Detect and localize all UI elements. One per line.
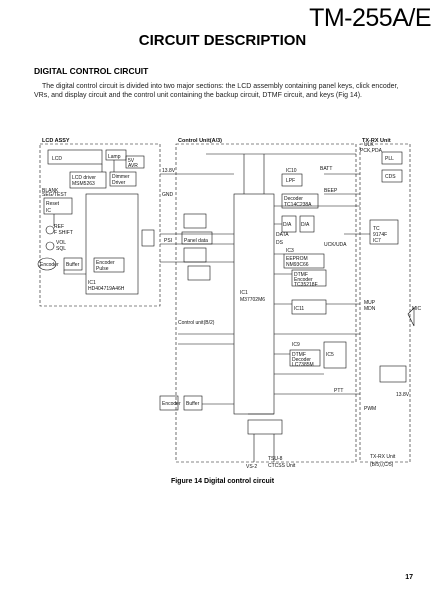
frame-lcd-assy: LCD ASSY bbox=[42, 138, 70, 144]
eeprom-sub: NM93C66 bbox=[286, 262, 309, 268]
da-left-label: D/A bbox=[283, 222, 292, 228]
sub-heading: DIGITAL CONTROL CIRCUIT bbox=[34, 66, 149, 76]
reset-ic-sub: IC bbox=[46, 208, 51, 214]
frame-txrx-unit-b: TX-RX Unit bbox=[370, 454, 396, 460]
encoder-label: Encoder bbox=[40, 262, 59, 268]
dimmer-sub: Driver bbox=[112, 180, 126, 186]
dtmf-dec-part: LC7385M bbox=[292, 362, 314, 368]
signal-ulk: ULK bbox=[364, 142, 374, 148]
tc9174-sub: 9174F bbox=[373, 232, 387, 238]
ic10-label: IC10 bbox=[286, 168, 297, 174]
dtmf-enc-part: TC35218F bbox=[294, 282, 318, 288]
cds-label: CDS bbox=[385, 174, 396, 180]
tc9174-ic: IC7 bbox=[373, 238, 381, 244]
section-title: CIRCUIT DESCRIPTION bbox=[138, 32, 307, 49]
decoder-label: Decoder bbox=[284, 196, 303, 202]
encoder-pulse-sub: Pulse bbox=[96, 266, 109, 272]
frame-txrx-unit: TX-RX Unit bbox=[362, 138, 391, 144]
signal-blank: BLANK bbox=[42, 188, 59, 194]
cpu-label: IC1 bbox=[240, 290, 248, 296]
lcd-driver-part: MSM5263 bbox=[72, 181, 95, 187]
dimmer-label: Dimmer bbox=[112, 174, 130, 180]
reset-ic-label: Reset bbox=[46, 201, 60, 207]
signal-seg-test: SEG/TEST bbox=[42, 192, 67, 198]
model-number: TM-255A/E bbox=[309, 4, 431, 32]
signal-ref: REF bbox=[54, 224, 64, 230]
signal-mup: MUP bbox=[364, 300, 376, 306]
signal-mic: MIC bbox=[412, 306, 422, 312]
encoder-b-label: Encoder bbox=[162, 401, 181, 407]
signal-sql: SQL bbox=[56, 246, 66, 252]
da-right-label: D/A bbox=[301, 222, 310, 228]
signal-pwm: PWM bbox=[364, 406, 376, 412]
signal-pck-pda: PCK,PDA bbox=[360, 148, 383, 154]
signal-panel-data: Panel data bbox=[184, 238, 208, 244]
page-number: 17 bbox=[405, 574, 413, 581]
figure-caption: Figure 14 Digital control circuit bbox=[170, 478, 275, 485]
signal-batt: BATT bbox=[320, 166, 332, 172]
dtmf-dec-sub: Decoder bbox=[292, 357, 311, 363]
signal-tsu8: TSU-8 bbox=[268, 456, 283, 462]
eeprom-ic-label: IC3 bbox=[286, 248, 294, 254]
signal-gnd: GND bbox=[162, 192, 174, 198]
signal-data: DATA bbox=[276, 232, 289, 238]
lcd-driver-label: LCD driver bbox=[72, 175, 96, 181]
ic9-label: IC9 bbox=[292, 342, 300, 348]
body-paragraph: The digital control circuit is divided i… bbox=[34, 83, 399, 100]
dtmf-enc-label: DTMF bbox=[294, 272, 308, 278]
encoder-pulse-label: Encoder bbox=[96, 260, 115, 266]
dtmf-dec-label: DTMF bbox=[292, 352, 306, 358]
frame-control-unit: Control Unit(A/3) bbox=[178, 138, 222, 144]
signal-vs2: VS-2 bbox=[246, 464, 257, 470]
ic5-label: IC5 bbox=[326, 352, 334, 358]
frame-control-unit-b: Control unit(B/2) bbox=[178, 320, 215, 326]
signal-psi: PSI bbox=[164, 238, 172, 244]
buffer-b-label: Buffer bbox=[186, 401, 200, 407]
buffer-label: Buffer bbox=[66, 262, 80, 268]
avr-sub: AVR bbox=[128, 163, 138, 169]
signal-uck-uda: UCK/UDA bbox=[324, 242, 347, 248]
decoder-part: TC14C238A bbox=[284, 202, 312, 208]
lamp-label: Lamp bbox=[108, 154, 121, 160]
signal-ds: DS bbox=[276, 240, 284, 246]
lpf-label: LPF bbox=[286, 178, 295, 184]
signal-mdn: MDN bbox=[364, 306, 376, 312]
main-cpu-label: IC1 bbox=[88, 280, 96, 286]
main-cpu-part: HD404719A46H bbox=[88, 286, 125, 292]
signal-beep: BEEP bbox=[324, 188, 338, 194]
cpu-part: M37702M6 bbox=[240, 297, 265, 303]
signal-13-8v: 13.8V bbox=[162, 168, 176, 174]
lcd-label: LCD bbox=[52, 156, 62, 162]
avr-label: 5V bbox=[128, 158, 135, 164]
signal-ptt: PTT bbox=[334, 388, 343, 394]
frame-txrx-unit-b-sub: (B/5),(C/5) bbox=[370, 462, 394, 468]
signal-fshift: F SHIFT bbox=[54, 230, 73, 236]
eeprom-label: EEPROM bbox=[286, 256, 308, 262]
signal-13-8v-b: 13.8V bbox=[396, 392, 410, 398]
digital-control-circuit-diagram: LCD ASSY Control Unit(A/3) TX-RX Unit Co… bbox=[37, 138, 422, 470]
tc9174-label: TC bbox=[373, 226, 380, 232]
signal-vol: VOL bbox=[56, 240, 66, 246]
ic11-label: IC11 bbox=[294, 306, 304, 312]
dtmf-enc-sub: Encoder bbox=[294, 277, 313, 283]
signal-ctcss: CTCSS Unit bbox=[268, 463, 296, 469]
pll-label: PLL bbox=[385, 156, 394, 162]
